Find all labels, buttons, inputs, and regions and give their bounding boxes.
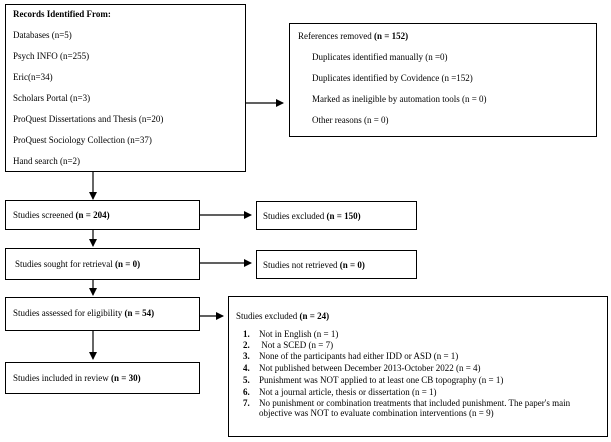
- reason-text: Not published between December 2013-Octo…: [259, 363, 481, 373]
- records-identified-box: Records Identified From: Databases (n=5)…: [5, 4, 246, 172]
- studies-retrieval-box: Studies sought for retrieval (n = 0): [5, 248, 200, 280]
- removed-item: Other reasons (n = 0): [312, 115, 389, 125]
- studies-excluded-full-count: (n = 24): [299, 311, 330, 321]
- references-removed-box: References removed (n = 152) Duplicates …: [289, 23, 597, 137]
- studies-screened-label: Studies screened: [13, 210, 74, 220]
- studies-screened-box: Studies screened (n = 204): [5, 200, 200, 230]
- reason-number: 7.: [243, 398, 250, 408]
- reason-text: No punishment or combination treatments …: [259, 398, 571, 418]
- studies-screened-count: (n = 204): [75, 210, 110, 220]
- references-removed-count: (n = 152): [373, 31, 409, 41]
- studies-retrieval-label: Studies sought for retrieval: [15, 259, 113, 269]
- reason-number: 2.: [243, 340, 250, 350]
- removed-item: Marked as ineligible by automation tools…: [312, 94, 487, 104]
- reason-text: Not a journal article, thesis or dissert…: [259, 387, 437, 397]
- reason-text: None of the participants had either IDD …: [259, 351, 459, 361]
- reason-number: 1.: [243, 329, 250, 339]
- studies-excluded-full-box: Studies excluded (n = 24) 1. Not in Engl…: [228, 296, 608, 437]
- reason-text: Punishment was NOT applied to at least o…: [259, 375, 504, 385]
- studies-eligibility-label: Studies assessed for eligibility: [13, 308, 123, 318]
- source-item: Hand search (n=2): [13, 156, 81, 166]
- studies-included-box: Studies included in review (n = 30): [5, 362, 200, 394]
- studies-not-retrieved-count: (n = 0): [339, 260, 365, 270]
- reason-number: 3.: [243, 351, 250, 361]
- source-item: Eric(n=34): [13, 72, 53, 82]
- references-removed-label: References removed: [298, 31, 372, 41]
- records-identified-heading: Records Identified From:: [13, 9, 111, 19]
- source-item: Psych INFO (n=255): [13, 51, 90, 61]
- reason-number: 5.: [243, 375, 250, 385]
- studies-retrieval-count: (n = 0): [114, 259, 141, 269]
- studies-excluded-screen-label: Studies excluded: [263, 211, 325, 221]
- studies-eligibility-count: (n = 54): [124, 308, 155, 318]
- studies-not-retrieved-box: Studies not retrieved (n = 0): [256, 250, 417, 279]
- studies-excluded-screen-count: (n = 150): [326, 211, 361, 221]
- studies-not-retrieved-label: Studies not retrieved: [263, 260, 338, 270]
- source-item: Scholars Portal (n=3): [13, 93, 91, 103]
- studies-included-label: Studies included in review: [13, 373, 109, 383]
- reason-text: Not in English (n = 1): [259, 329, 339, 339]
- removed-item: Duplicates identified by Covidence (n =1…: [312, 73, 473, 83]
- studies-included-count: (n = 30): [110, 373, 141, 383]
- source-item: ProQuest Sociology Collection (n=37): [13, 135, 152, 145]
- removed-item: Duplicates identified manually (n =0): [312, 52, 448, 62]
- studies-excluded-full-label: Studies excluded: [236, 311, 298, 321]
- studies-excluded-screen-box: Studies excluded (n = 150): [256, 201, 417, 230]
- source-item: Databases (n=5): [13, 30, 72, 40]
- reason-number: 4.: [243, 363, 250, 373]
- source-item: ProQuest Dissertations and Thesis (n=20): [13, 114, 164, 124]
- reason-number: 6.: [243, 387, 250, 397]
- reason-text: Not a SCED (n = 7): [259, 340, 334, 350]
- studies-eligibility-box: Studies assessed for eligibility (n = 54…: [5, 297, 200, 331]
